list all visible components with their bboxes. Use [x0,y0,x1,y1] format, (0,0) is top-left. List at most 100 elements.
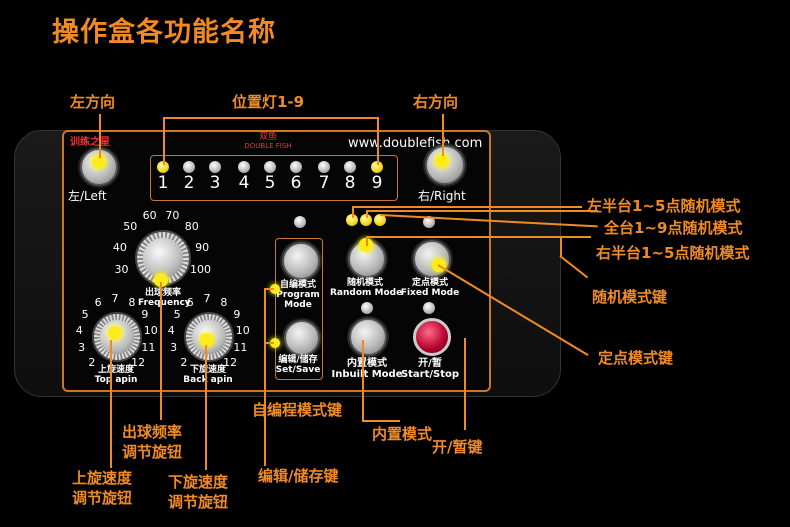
position-number-1: 1 [157,173,169,193]
position-light-2 [183,161,195,173]
inbuilt-label-cn: 内置模式 [347,358,387,369]
position-light-6 [290,161,302,173]
fixed-mode-button[interactable] [413,240,451,278]
callout-line [366,210,598,212]
topspin-tick-10: 10 [143,324,158,338]
full-table-led [360,214,372,226]
callout-line [366,210,368,218]
callout-line [464,338,466,430]
backspin-tick-11: 11 [233,341,248,355]
callout-line [352,206,354,218]
callout-line [160,282,162,420]
callout-program-key: 自编程模式键 [252,401,343,419]
callout-left-direction: 左方向 [70,93,116,111]
program-led [294,216,306,228]
callout-left-half-random: 左半台1~5点随机模式 [587,197,741,215]
inbuilt-label-en: Inbuilt Mode [331,369,403,380]
indicator-dot [92,155,106,169]
program-mode-button[interactable] [282,242,320,280]
topspin-label: 上旋速度 Top apin [88,365,144,386]
page-title: 操作盒各功能名称 [52,17,276,48]
start-stop-label-en: Start/Stop [400,369,460,380]
indicator-dot [270,284,280,294]
set-save-button[interactable] [284,320,320,356]
callout-line [264,342,274,344]
position-light-7 [318,161,330,173]
callout-inbuilt: 内置模式 [372,425,433,443]
topspin-tick-9: 9 [141,307,149,321]
fixed-led [423,216,435,228]
indicator-dot [154,273,168,287]
callout-line [352,206,582,208]
left-label: 左/Left [68,189,107,203]
position-light-4 [238,161,250,173]
topspin-tick-2: 2 [88,355,96,369]
position-number-8: 8 [344,173,356,193]
callout-topspin-knob: 上旋速度 调节旋钮 [72,469,133,508]
position-light-1 [157,161,169,173]
callout-frequency-knob: 出球频率 调节旋钮 [122,423,183,462]
backspin-label-cn: 下旋速度 [189,365,226,375]
indicator-dot [200,333,214,347]
position-number-7: 7 [318,173,330,193]
fixed-label-en: Fixed Mode [400,287,460,298]
position-light-8 [344,161,356,173]
position-light-3 [209,161,221,173]
callout-fixed-key: 定点模式键 [598,349,674,367]
frequency-tick-40: 40 [112,240,127,254]
callout-full-table-random: 全台1~9点随机模式 [604,219,743,237]
fixed-label-cn: 定点模式 [411,278,448,288]
callout-right-half-random: 右半台1~5点随机模式 [596,244,750,262]
backspin-tick-4: 4 [167,324,175,338]
topspin-tick-12: 12 [131,355,146,369]
frequency-label: 出球频率 Frequency [138,288,191,309]
inbuilt-mode-label: 内置模式 Inbuilt Mode [330,358,404,380]
topspin-tick-11: 11 [141,341,156,355]
backspin-tick-12: 12 [223,355,238,369]
topspin-tick-3: 3 [78,341,86,355]
callout-edit-save-key: 编辑/储存键 [258,467,339,485]
callout-start-stop-key: 开/暂键 [432,438,483,456]
backspin-tick-6: 6 [186,296,194,310]
logo-en: DOUBLE FISH [244,141,292,150]
start-led [423,302,435,314]
right-label: 右/Right [418,189,466,203]
indicator-dot [270,338,280,348]
backspin-label: 下旋速度 Back apin [180,365,236,386]
topspin-tick-6: 6 [94,296,102,310]
callout-line [559,255,589,279]
callout-line [560,236,562,256]
program-mode-group [275,238,323,380]
callout-line [362,420,400,422]
indicator-dot [108,326,122,340]
backspin-tick-8: 8 [220,296,228,310]
backspin-tick-3: 3 [170,341,178,355]
frequency-tick-30: 30 [114,263,129,277]
callout-line [264,288,274,290]
callout-line [163,117,165,165]
topspin-tick-4: 4 [75,324,83,338]
backspin-tick-2: 2 [180,355,188,369]
callout-random-key: 随机模式键 [592,288,668,306]
frequency-tick-50: 50 [123,220,138,234]
position-number-2: 2 [183,173,195,193]
callout-line [362,340,364,420]
callout-backspin-knob: 下旋速度 调节旋钮 [168,473,229,512]
topspin-tick-5: 5 [81,307,89,321]
callout-line [99,114,101,158]
inbuilt-mode-button[interactable] [349,318,387,356]
start-stop-button[interactable] [413,318,451,356]
callout-line [366,236,368,246]
position-light-box [150,155,398,201]
callout-line [110,340,112,468]
frequency-label-cn: 出球频率 [144,288,181,298]
backspin-tick-7: 7 [203,292,211,305]
random-label-en: Random Mode [330,287,403,298]
frequency-tick-90: 90 [195,240,210,254]
set-save-label-cn: 编辑/储存 [278,355,318,365]
position-number-4: 4 [238,173,250,193]
program-mode-label: 自编模式 Program Mode [272,280,324,311]
fixed-mode-label: 定点模式 Fixed Mode [395,278,465,299]
frequency-tick-100: 100 [189,263,211,277]
brand-text: 训练之星 [70,137,110,148]
